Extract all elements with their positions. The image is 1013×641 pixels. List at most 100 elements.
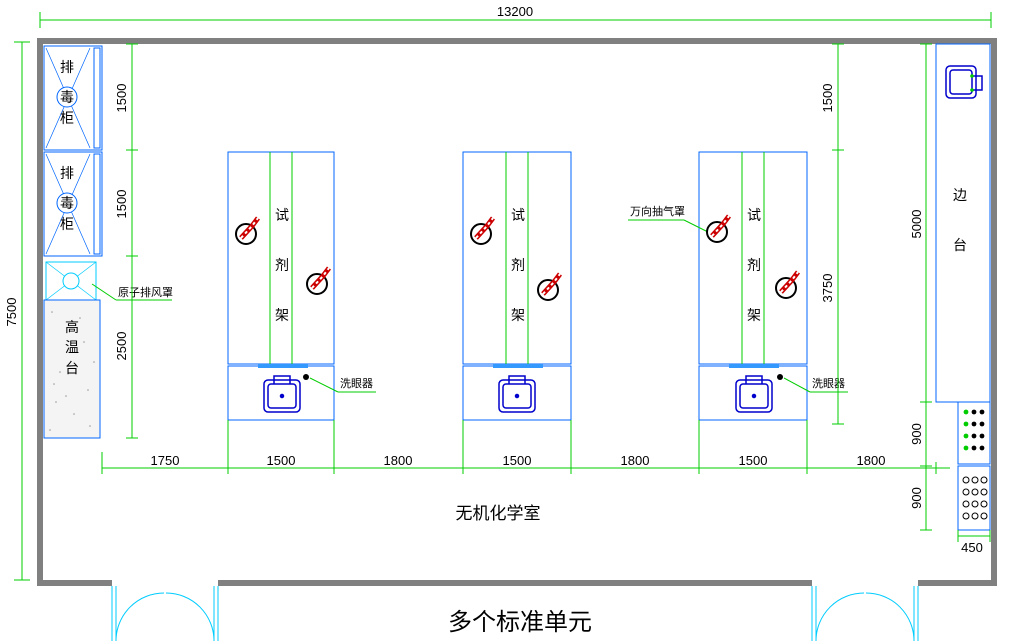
svg-text:1500: 1500	[820, 84, 835, 113]
fume-cabinet-2: 排 毒 柜	[43, 151, 103, 257]
outlet-icon	[962, 512, 970, 520]
dim-7500: 7500	[4, 298, 19, 327]
universal-hood-icon	[775, 270, 800, 299]
gas-valve-icon	[963, 433, 969, 439]
svg-text:柜: 柜	[60, 217, 74, 233]
svg-text:排: 排	[60, 166, 74, 182]
room-walls	[37, 38, 997, 586]
universal-hood-icon	[235, 216, 260, 245]
door-right	[811, 586, 919, 641]
svg-text:试: 试	[747, 208, 761, 224]
svg-text:1500: 1500	[114, 190, 129, 219]
svg-text:450: 450	[961, 540, 983, 555]
svg-text:剂: 剂	[747, 258, 761, 274]
atomic-exhaust-hood: 原子排风罩	[45, 261, 173, 301]
svg-text:1800: 1800	[384, 453, 413, 468]
dimension-total-width: 13200	[39, 4, 992, 28]
svg-text:剂: 剂	[511, 258, 525, 274]
gas-valve-icon	[979, 409, 985, 415]
svg-text:900: 900	[909, 423, 924, 445]
svg-text:1500: 1500	[267, 453, 296, 468]
svg-text:毒: 毒	[60, 90, 74, 106]
dimension-right-column	[832, 43, 844, 425]
svg-text:台: 台	[953, 238, 967, 254]
outlet-icon	[971, 488, 979, 496]
gas-valve-icon	[963, 445, 969, 451]
svg-text:架: 架	[275, 308, 289, 324]
svg-text:1750: 1750	[151, 453, 180, 468]
high-temp-bench: 高 温 台	[43, 299, 101, 439]
dim-13200: 13200	[497, 4, 533, 19]
svg-text:1500: 1500	[503, 453, 532, 468]
universal-hood-icon	[306, 266, 331, 295]
gas-valve-icon	[963, 421, 969, 427]
door-left	[111, 586, 219, 641]
svg-text:高: 高	[65, 319, 79, 336]
svg-text:洗眼器: 洗眼器	[340, 377, 373, 390]
room-name: 无机化学室	[456, 504, 541, 524]
svg-text:温: 温	[65, 340, 79, 356]
dimension-gas-cabinets	[920, 402, 991, 542]
svg-text:试: 试	[275, 208, 289, 224]
gas-valve-icon	[979, 421, 985, 427]
outlet-icon	[962, 488, 970, 496]
fume-cabinet-1: 排 毒 柜	[43, 45, 103, 151]
gas-cabinet-lower	[957, 465, 991, 531]
universal-hood-icon	[706, 214, 731, 243]
outlet-icon	[971, 512, 979, 520]
svg-text:边: 边	[953, 188, 967, 204]
eyewash-1: 洗眼器	[303, 374, 376, 393]
side-bench: 边 台	[935, 43, 991, 403]
svg-text:万向抽气罩: 万向抽气罩	[630, 204, 685, 218]
outlet-icon	[971, 500, 979, 508]
reagent-shelf-3: 试 剂 架	[698, 151, 808, 421]
universal-hood-icon	[537, 272, 562, 301]
svg-text:毒: 毒	[60, 196, 74, 212]
sink-2	[498, 375, 536, 413]
svg-text:1800: 1800	[621, 453, 650, 468]
svg-text:柜: 柜	[60, 111, 74, 127]
svg-text:1500: 1500	[739, 453, 768, 468]
svg-text:900: 900	[909, 487, 924, 509]
outlet-icon	[971, 476, 979, 484]
gas-valve-icon	[963, 409, 969, 415]
universal-hood-icon	[470, 216, 495, 245]
reagent-shelf-1: 试 剂 架	[227, 151, 335, 421]
outlet-icon	[980, 512, 988, 520]
sink-1	[263, 375, 301, 413]
gas-cabinet-upper	[957, 401, 991, 465]
svg-text:3750: 3750	[820, 274, 835, 303]
outlet-icon	[980, 500, 988, 508]
svg-text:1500: 1500	[114, 84, 129, 113]
dimension-left-column	[126, 43, 138, 439]
svg-text:5000: 5000	[909, 210, 924, 239]
gas-valve-icon	[979, 445, 985, 451]
dimension-total-height: 7500	[4, 41, 30, 581]
svg-text:架: 架	[511, 308, 525, 324]
svg-text:2500: 2500	[114, 332, 129, 361]
sink-3	[735, 375, 773, 413]
outlet-icon	[962, 500, 970, 508]
eyewash-2: 洗眼器	[777, 374, 848, 393]
outlet-icon	[962, 476, 970, 484]
gas-valve-icon	[971, 433, 977, 439]
svg-text:试: 试	[511, 208, 525, 224]
svg-text:排: 排	[60, 60, 74, 76]
svg-text:剂: 剂	[275, 258, 289, 274]
svg-text:台: 台	[65, 361, 79, 377]
outlet-icon	[980, 488, 988, 496]
footer-title: 多个标准单元	[448, 608, 592, 636]
gas-valve-icon	[979, 433, 985, 439]
gas-valve-icon	[971, 421, 977, 427]
atomic-hood-label: 原子排风罩	[118, 285, 173, 299]
reagent-shelf-2: 试 剂 架	[462, 151, 572, 421]
dimension-bottom-row	[101, 420, 950, 474]
outlet-icon	[980, 476, 988, 484]
gas-valve-icon	[971, 409, 977, 415]
gas-valve-icon	[971, 445, 977, 451]
svg-text:架: 架	[747, 308, 761, 324]
svg-text:1800: 1800	[857, 453, 886, 468]
svg-text:洗眼器: 洗眼器	[812, 377, 845, 390]
universal-hoods	[235, 214, 800, 301]
